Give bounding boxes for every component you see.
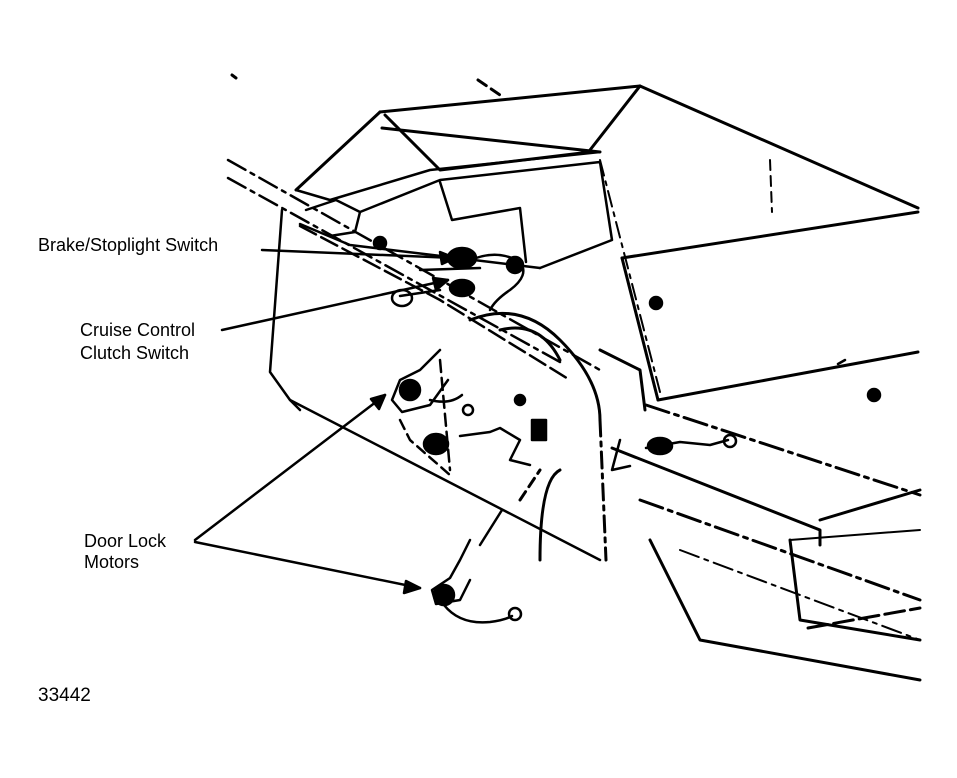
door-lock-upper-arrowhead — [369, 393, 387, 411]
rear-quarter — [610, 403, 922, 682]
cruise-control-label-line2: Clutch Switch — [80, 343, 190, 363]
cruise-switch-arrowhead — [431, 276, 450, 292]
wheel-well — [468, 311, 647, 562]
door-lock-motors-label-line1: Door Lock — [84, 531, 167, 551]
figure-number: 33442 — [38, 685, 91, 706]
pedal-switch-cluster — [372, 235, 525, 312]
body-side — [226, 150, 614, 562]
brake-switch-leader — [260, 248, 457, 260]
door-lock-lower-arrowhead — [402, 579, 422, 595]
door-lock-upper-leader — [193, 393, 387, 542]
door-lock-lower-leader — [193, 540, 422, 590]
trunk-harness — [610, 295, 882, 472]
door-lock-motors-label-line2: Motors — [84, 552, 140, 572]
cruise-switch-leader — [220, 278, 450, 332]
leader-lines — [193, 248, 457, 595]
brake-switch-arrowhead — [438, 250, 457, 266]
upper-door-lock-motor — [390, 348, 548, 467]
trunk-panel — [599, 159, 920, 402]
lower-door-lock-motor — [430, 508, 523, 624]
cruise-control-label-line1: Cruise Control — [80, 320, 196, 340]
roof-outline — [230, 73, 920, 213]
brake-stoplight-switch-label: Brake/Stoplight Switch — [38, 235, 219, 255]
